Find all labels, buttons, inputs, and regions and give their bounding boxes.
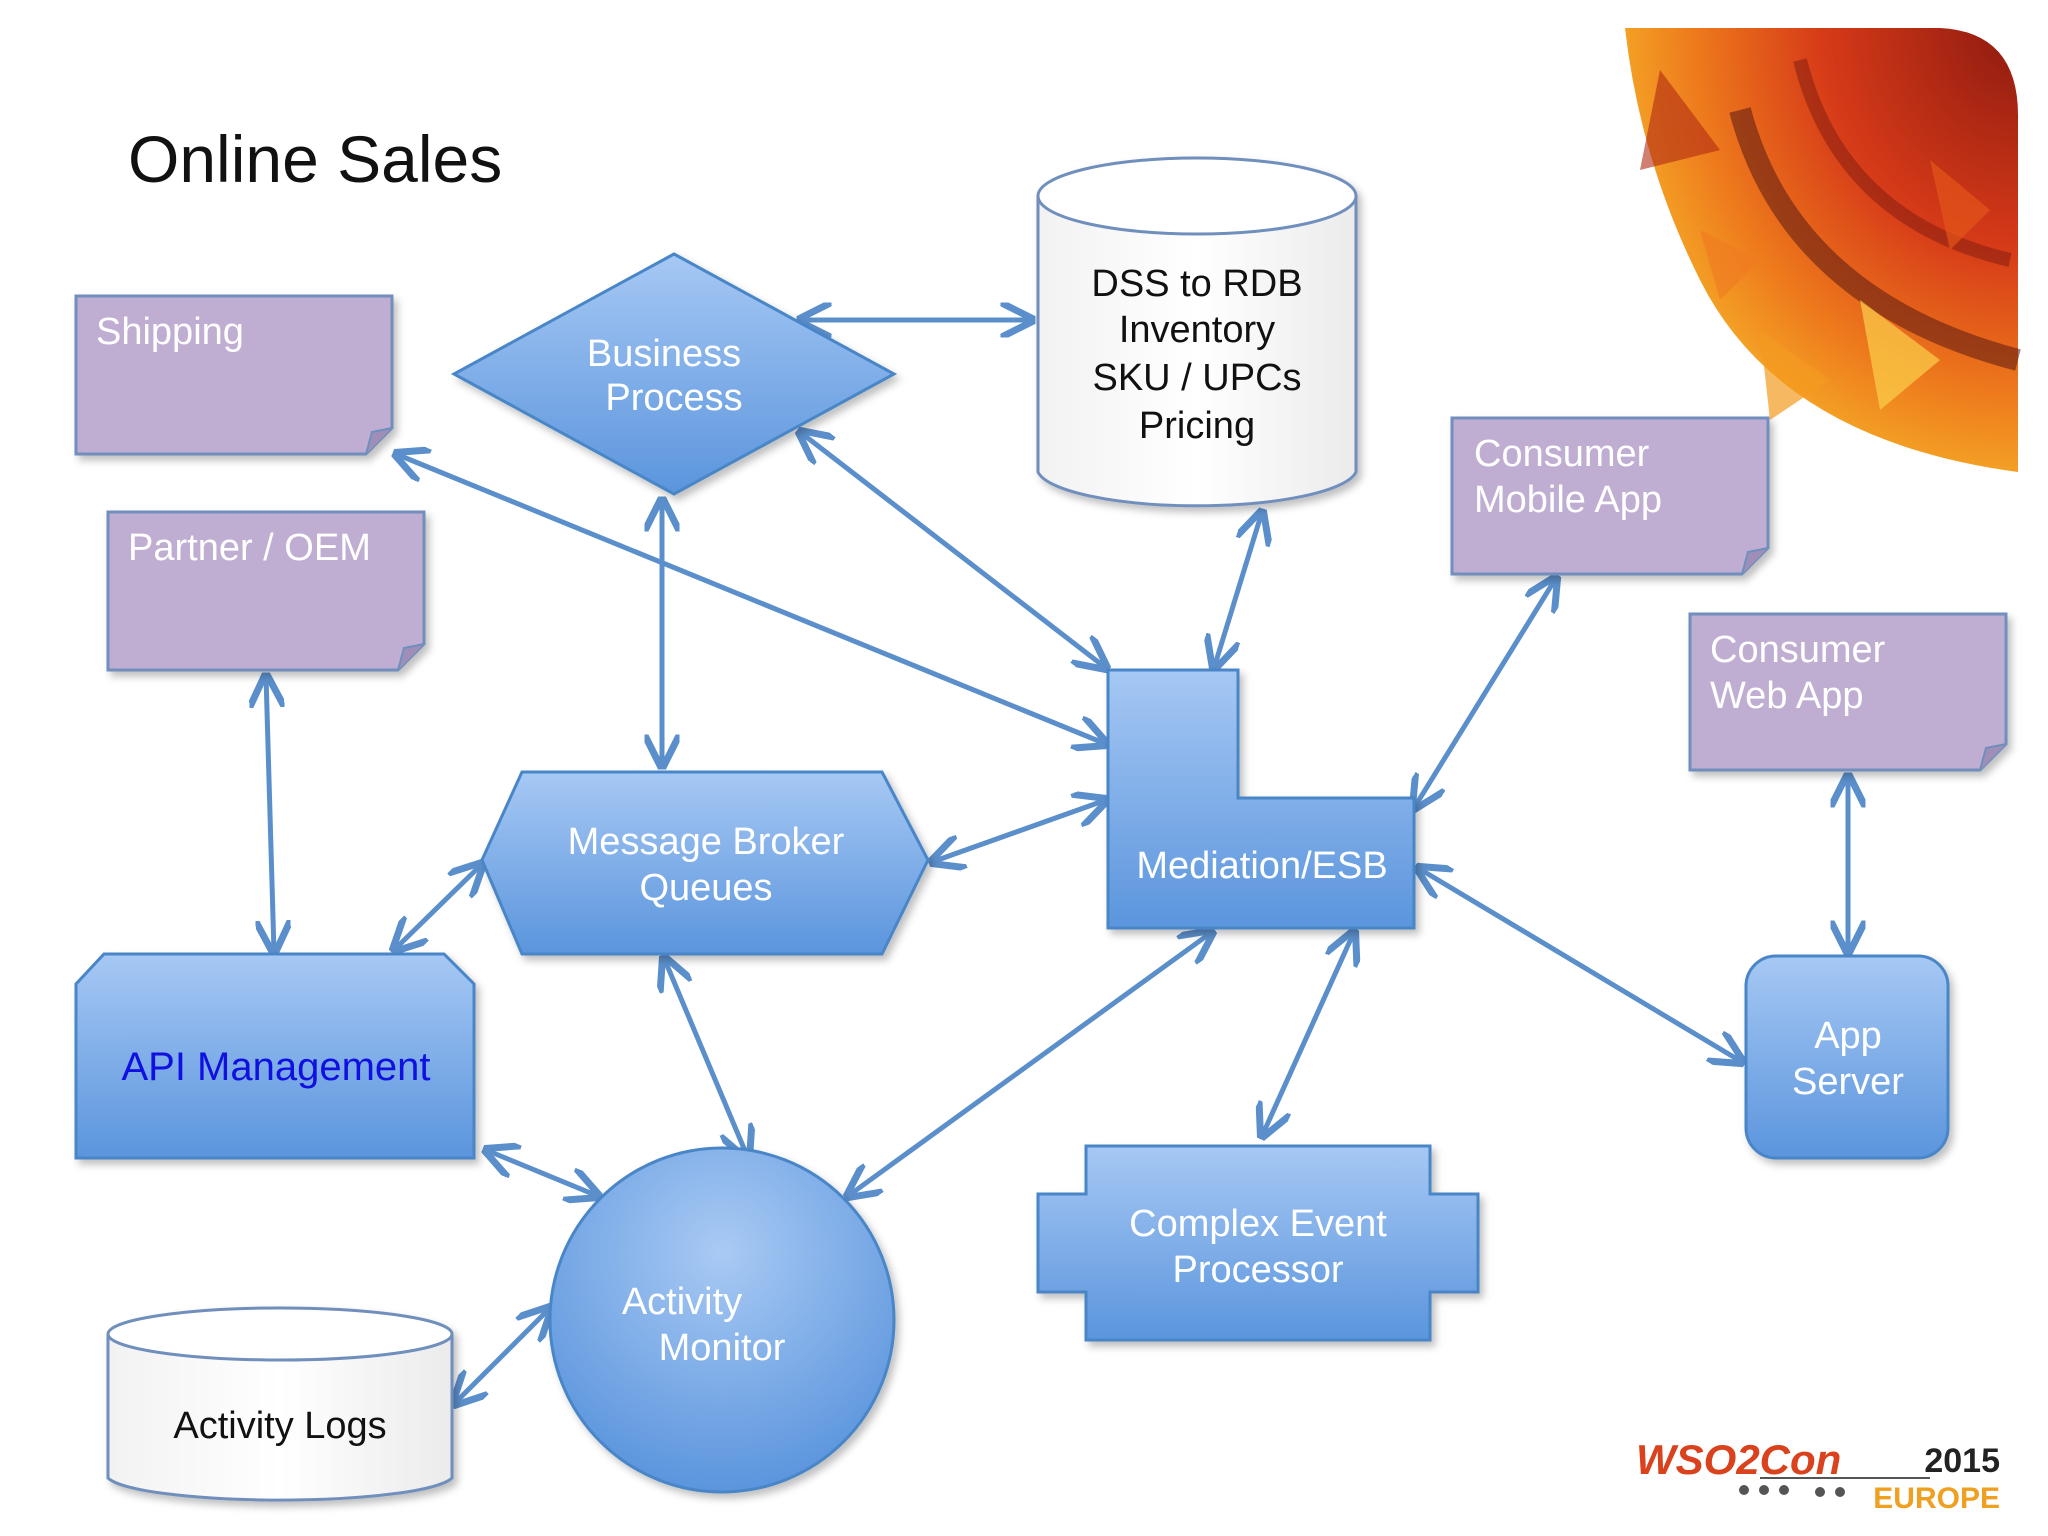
slide-title: Online Sales: [128, 122, 502, 196]
dss-database-node: [1036, 156, 1358, 508]
connector-broker-mediation: [932, 800, 1106, 862]
connector-partner-api: [266, 676, 274, 952]
wso2con-logo: WSO2Con 2015 EUROPE: [1636, 1436, 2000, 1515]
logo-brand: WSO2Con: [1636, 1436, 1841, 1483]
activity-monitor-label-line2: Monitor: [659, 1327, 786, 1369]
connector-mediation-monitor: [848, 932, 1212, 1196]
connector-dss-mediation: [1214, 512, 1262, 668]
shipping-label: Shipping: [96, 311, 244, 353]
logo-people-icon: [1739, 1485, 1845, 1497]
corner-sunburst-graphic: [1625, 28, 2021, 472]
shipping-node: [74, 294, 394, 456]
message-broker-node: [480, 770, 930, 956]
mediation-esb-node: [1106, 668, 1416, 930]
connector-shipping-mediation: [396, 454, 1106, 744]
mediation-esb-label: Mediation/ESB: [1136, 845, 1387, 887]
logo-region: EUROPE: [1873, 1482, 2000, 1515]
connector-mediation-appserver: [1418, 868, 1742, 1062]
connector-broker-monitor: [664, 958, 748, 1158]
logo-year: 2015: [1924, 1442, 2000, 1480]
dss-label-line3: SKU / UPCs: [1092, 357, 1301, 399]
complex-event-processor-node: [1036, 1144, 1480, 1342]
partner-oem-label: Partner / OEM: [128, 527, 371, 569]
dss-label-line1: DSS to RDB: [1091, 263, 1302, 305]
consumer-web-app-node: [1688, 612, 2008, 772]
app-server-label-line1: App: [1814, 1015, 1882, 1057]
business-process-label-line2: Process: [605, 377, 742, 419]
dss-label-line2: Inventory: [1119, 309, 1275, 351]
app-server-node: [1744, 954, 1950, 1160]
api-management-label: API Management: [121, 1045, 430, 1089]
activity-logs-label: Activity Logs: [173, 1405, 386, 1447]
activity-monitor-label-line1: Activity: [622, 1281, 742, 1323]
connector-api-broker: [394, 864, 482, 950]
consumer-mobile-app-label-line2: Mobile App: [1474, 479, 1662, 521]
connector-mediation-cep: [1262, 932, 1354, 1136]
connector-logs-monitor: [454, 1308, 550, 1404]
connector-api-monitor: [486, 1150, 598, 1196]
business-process-node: [450, 252, 898, 496]
message-broker-label-line1: Message Broker: [568, 821, 845, 863]
consumer-web-app-label-line1: Consumer: [1710, 629, 1886, 671]
cep-label-line2: Processor: [1172, 1249, 1343, 1291]
message-broker-label-line2: Queues: [639, 867, 772, 909]
cep-label-line1: Complex Event: [1129, 1203, 1387, 1245]
activity-monitor-node: [548, 1146, 896, 1494]
connectors: [266, 320, 1848, 1404]
api-management-node: [74, 952, 476, 1160]
connector-mobile-mediation: [1414, 578, 1556, 808]
consumer-web-app-label-line2: Web App: [1710, 675, 1864, 717]
consumer-mobile-app-node: [1450, 416, 1770, 576]
dss-label-line4: Pricing: [1139, 405, 1255, 447]
business-process-label-line1: Business: [587, 333, 741, 375]
app-server-label-line2: Server: [1792, 1061, 1904, 1103]
activity-logs-database-node: [106, 1306, 454, 1502]
partner-oem-node: [106, 510, 426, 672]
consumer-mobile-app-label-line1: Consumer: [1474, 433, 1650, 475]
